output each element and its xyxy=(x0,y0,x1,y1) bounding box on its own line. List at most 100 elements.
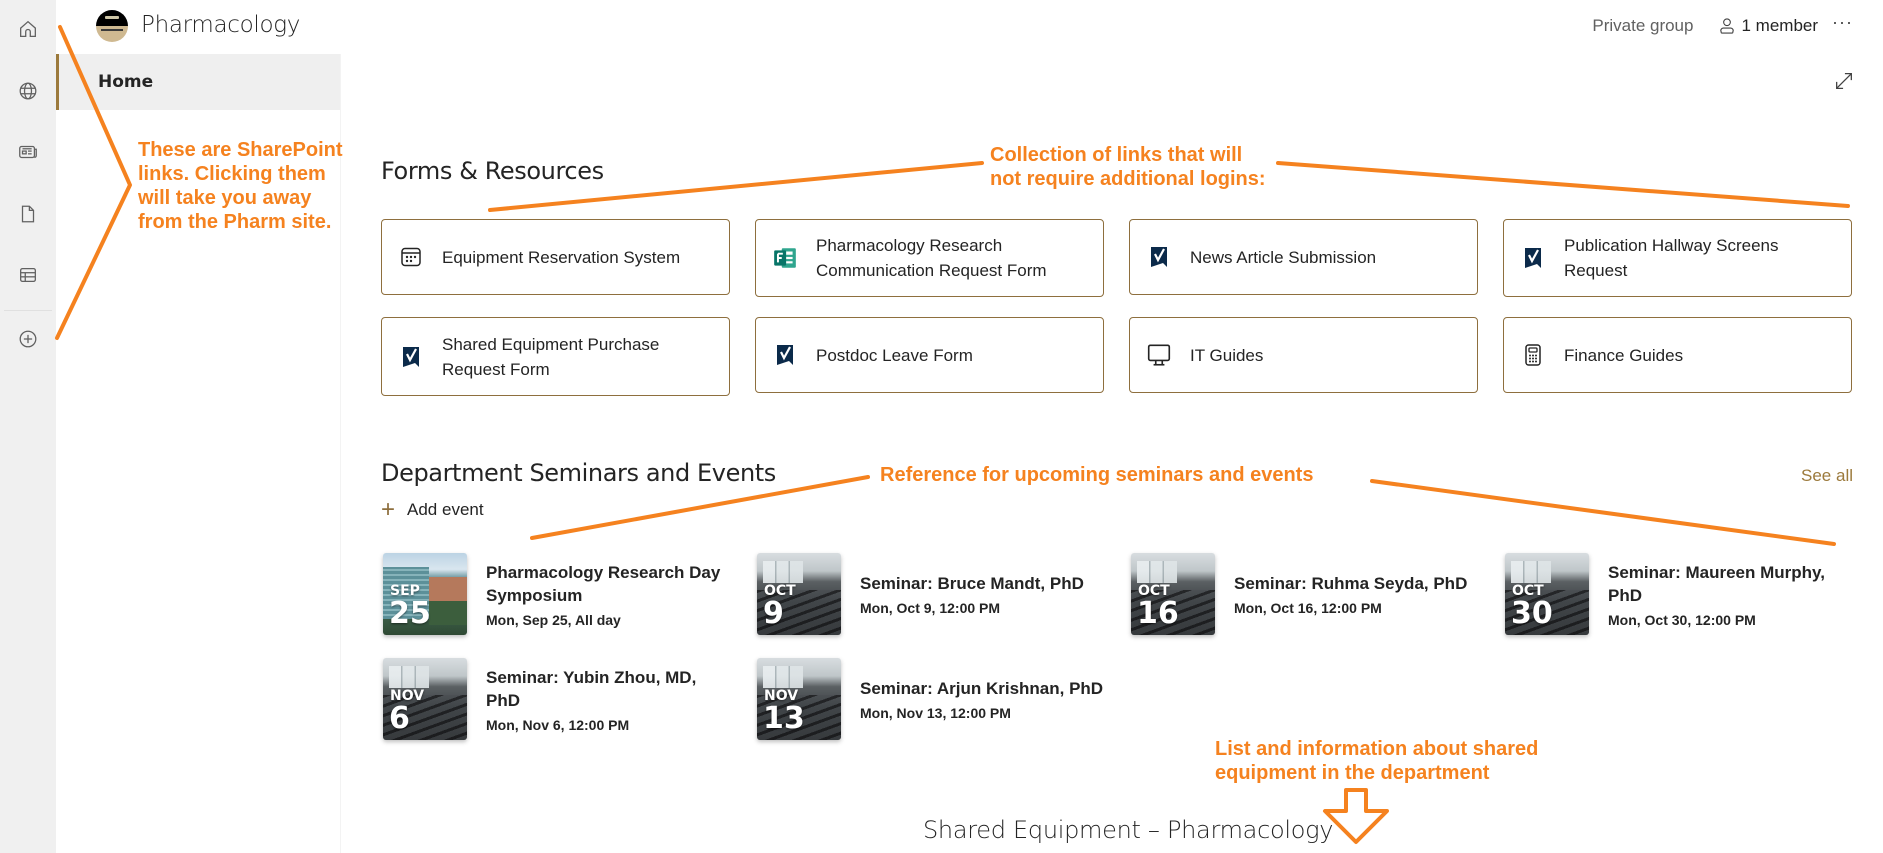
annotation-sharepoint-links: These are SharePoint links. Clicking the… xyxy=(138,139,343,233)
tile-label: Postdoc Leave Form xyxy=(816,345,973,365)
rail-news-button[interactable] xyxy=(12,136,44,168)
nav-item-home[interactable]: Home xyxy=(56,54,340,110)
event-title: Seminar: Yubin Zhou, MD, PhD xyxy=(486,667,697,710)
annotation-line-events-right xyxy=(1370,479,1836,546)
event-title: Seminar: Ruhma Seyda, PhD xyxy=(1234,574,1468,593)
tile-label: Finance Guides xyxy=(1564,345,1684,365)
event-month: NOV xyxy=(764,688,799,704)
globe-icon xyxy=(19,82,37,100)
see-all-events-link[interactable]: See all xyxy=(1801,466,1853,485)
tile-postdoc-leave[interactable]: Postdoc Leave Form xyxy=(755,317,1104,393)
forms-section-title: Forms & Resources xyxy=(381,157,604,185)
event-month: OCT xyxy=(1512,583,1544,599)
plus-icon: + xyxy=(381,496,396,523)
event-title: Pharmacology Research Day Symposium xyxy=(486,562,721,605)
event-month: OCT xyxy=(764,583,796,599)
event-day: 30 xyxy=(1511,596,1553,631)
rail-divider xyxy=(4,310,52,311)
tile-equipment-reservation[interactable]: Equipment Reservation System xyxy=(381,219,730,295)
event-day: 9 xyxy=(763,596,784,631)
event-card[interactable]: NOV 6 Seminar: Yubin Zhou, MD, PhD Mon, … xyxy=(383,658,743,740)
calculator-icon xyxy=(1520,342,1546,368)
annotation-line-forms-right xyxy=(1276,161,1850,208)
annotation-shared-equipment: List and information about shared equipm… xyxy=(1215,737,1538,785)
annotation-equip-line2: equipment in the department xyxy=(1215,762,1490,784)
site-header-info: Private group 1 member ··· xyxy=(1592,12,1853,36)
tile-label: IT Guides xyxy=(1190,345,1264,365)
monitor-icon xyxy=(1146,342,1172,368)
event-title: Seminar: Arjun Krishnan, PhD xyxy=(860,679,1104,698)
rail-lists-button[interactable] xyxy=(12,259,44,291)
tile-research-communication-request[interactable]: Pharmacology Research Communication Requ… xyxy=(755,219,1104,297)
tile-label: Pharmacology Research Communication Requ… xyxy=(816,236,1047,280)
smartsheet-check-icon xyxy=(1520,245,1546,271)
news-icon xyxy=(19,145,37,159)
person-icon xyxy=(1720,18,1735,34)
tile-shared-equipment-purchase[interactable]: Shared Equipment Purchase Request Form xyxy=(381,317,730,396)
event-thumbnail: OCT 16 xyxy=(1131,553,1215,635)
expand-button[interactable] xyxy=(1833,70,1855,92)
expand-icon xyxy=(1836,73,1852,89)
event-day: 6 xyxy=(389,701,410,736)
tile-label: Equipment Reservation System xyxy=(442,247,681,267)
tile-publication-hallway-screens[interactable]: Publication Hallway Screens Request xyxy=(1503,219,1852,297)
event-date: Mon, Oct 16, 12:00 PM xyxy=(1234,600,1382,616)
smartsheet-check-icon xyxy=(398,344,424,370)
event-card[interactable]: NOV 13 Seminar: Arjun Krishnan, PhD Mon,… xyxy=(757,658,1117,740)
event-title: Seminar: Maureen Murphy, PhD xyxy=(1608,562,1825,605)
members-button[interactable]: 1 member xyxy=(1717,16,1818,36)
home-icon xyxy=(20,20,36,37)
annotation-forms: Collection of links that will not requir… xyxy=(990,143,1266,191)
event-date: Mon, Oct 30, 12:00 PM xyxy=(1608,611,1756,628)
event-date: Mon, Sep 25, All day xyxy=(486,611,621,628)
tile-news-article-submission[interactable]: News Article Submission xyxy=(1129,219,1478,295)
event-date: Mon, Nov 6, 12:00 PM xyxy=(486,716,630,733)
event-day: 16 xyxy=(1137,596,1179,631)
event-card[interactable]: OCT 16 Seminar: Ruhma Seyda, PhD Mon, Oc… xyxy=(1131,553,1491,635)
event-card[interactable]: SEP 25 Pharmacology Research Day Symposi… xyxy=(383,553,743,635)
event-card[interactable]: OCT 30 Seminar: Maureen Murphy, PhD Mon,… xyxy=(1505,553,1865,635)
tile-label: News Article Submission xyxy=(1190,247,1377,267)
rail-sites-button[interactable] xyxy=(12,75,44,107)
document-icon xyxy=(21,205,35,223)
privacy-label: Private group xyxy=(1592,16,1694,35)
event-date: Mon, Oct 9, 12:00 PM xyxy=(860,600,1001,616)
event-card[interactable]: OCT 9 Seminar: Bruce Mandt, PhD Mon, Oct… xyxy=(757,553,1117,635)
rail-home-button[interactable] xyxy=(12,13,44,45)
add-event-label: Add event xyxy=(407,500,484,519)
add-circle-icon xyxy=(19,330,37,348)
microsoft-forms-icon xyxy=(772,245,798,271)
event-day: 25 xyxy=(389,596,431,631)
event-thumbnail: OCT 30 xyxy=(1505,553,1589,635)
annotation-forms-line2: not require additional logins: xyxy=(990,168,1266,190)
site-logo[interactable] xyxy=(96,10,128,42)
annotation-events: Reference for upcoming seminars and even… xyxy=(880,464,1314,486)
event-thumbnail: SEP 25 xyxy=(383,553,467,635)
smartsheet-check-icon xyxy=(1146,244,1172,270)
app-rail xyxy=(0,0,56,853)
tile-finance-guides[interactable]: Finance Guides xyxy=(1503,317,1852,393)
event-title: Seminar: Bruce Mandt, PhD xyxy=(860,574,1084,593)
events-section-title: Department Seminars and Events xyxy=(381,459,776,487)
event-day: 13 xyxy=(763,701,805,736)
add-event-button[interactable]: + Add event xyxy=(381,496,484,523)
tile-label: Publication Hallway Screens Request xyxy=(1564,236,1779,280)
event-date: Mon, Nov 13, 12:00 PM xyxy=(860,705,1011,721)
annotation-forms-line1: Collection of links that will xyxy=(990,144,1243,166)
tile-label: Shared Equipment Purchase Request Form xyxy=(442,334,660,379)
calendar-icon xyxy=(398,244,424,270)
shared-equipment-title: Shared Equipment – Pharmacology xyxy=(923,816,1334,844)
list-icon xyxy=(20,267,36,283)
annotation-equip-line1: List and information about shared xyxy=(1215,738,1539,760)
event-thumbnail: NOV 6 xyxy=(383,658,467,740)
event-month: NOV xyxy=(390,688,425,704)
more-options-button[interactable]: ··· xyxy=(1832,12,1853,32)
smartsheet-check-icon xyxy=(772,342,798,368)
site-title[interactable]: Pharmacology xyxy=(141,12,301,38)
rail-create-button[interactable] xyxy=(12,323,44,355)
tile-it-guides[interactable]: IT Guides xyxy=(1129,317,1478,393)
event-thumbnail: NOV 13 xyxy=(757,658,841,740)
event-month: SEP xyxy=(390,583,420,599)
members-count: 1 member xyxy=(1741,16,1819,35)
rail-files-button[interactable] xyxy=(12,198,44,230)
